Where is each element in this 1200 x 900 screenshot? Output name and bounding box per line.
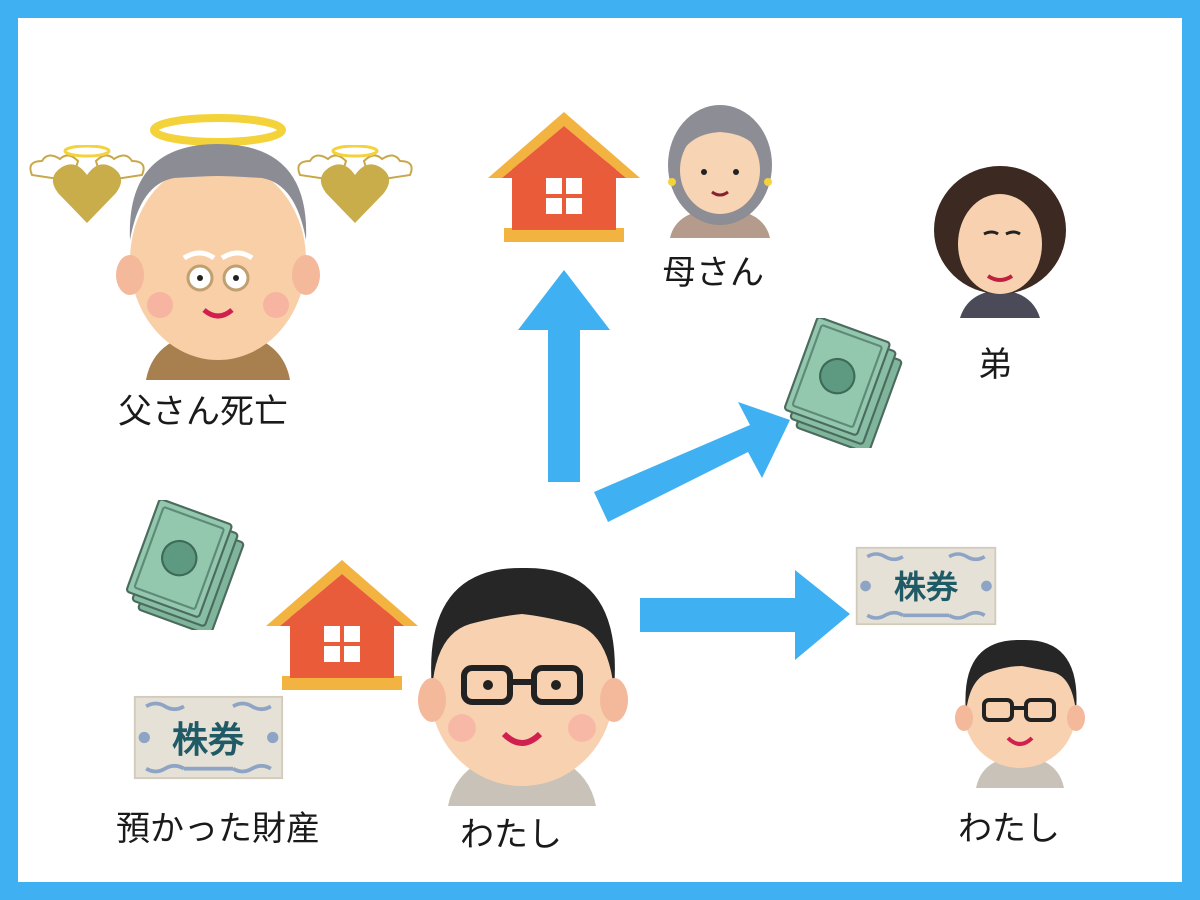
label-father: 父さん死亡 [118,392,288,432]
mother-figure [668,105,772,238]
winged-heart-left-icon [28,145,146,225]
label-me-small: わたし [958,809,1060,849]
arrow-right [640,570,850,660]
winged-heart-right-icon [296,145,414,225]
arrow-up [518,270,610,482]
ticket-to-me-text: 株券 [894,568,959,606]
brother-figure [934,166,1066,318]
label-mother: 母さん [662,253,764,293]
label-brother: 弟 [978,345,1012,385]
house-top-icon [488,112,640,242]
me-main-figure [418,567,628,806]
me-small-figure [955,639,1085,788]
money-to-brother-icon [778,318,908,448]
label-assets: 預かった財産 [116,809,320,849]
father-figure [28,114,414,380]
arrow-diagonal [594,402,790,522]
label-me-main: わたし [460,815,562,855]
halo-icon [150,114,286,146]
money-assets-icon [120,500,250,630]
house-assets-icon [266,560,418,690]
ticket-assets-text: 株券 [172,720,245,761]
